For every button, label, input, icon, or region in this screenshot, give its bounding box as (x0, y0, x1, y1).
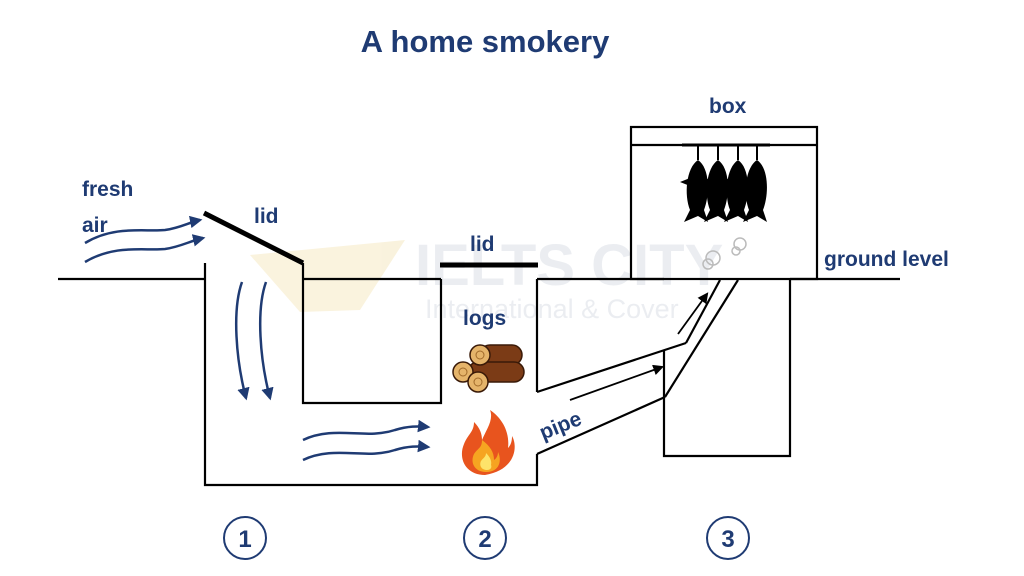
lid-left-label: lid (254, 205, 279, 228)
diagram-title: A home smokery (361, 24, 610, 59)
watermark-subtext: International & Cover (425, 294, 679, 324)
stage3-shaft (662, 279, 792, 458)
stage-marker-1: 1 (223, 516, 267, 560)
pipe-label: pipe (536, 407, 585, 444)
logs-icon (452, 344, 525, 393)
fresh-air-label-line2: air (82, 214, 108, 237)
fresh-air-label-line1: fresh (82, 178, 133, 201)
pipe-flow-arrow (569, 364, 665, 401)
downdraft-arrows (235, 281, 274, 401)
underground-channel (203, 263, 539, 487)
watermark-logo-icon (250, 240, 405, 312)
lid-left (202, 210, 305, 266)
fresh-air-arrows (84, 215, 206, 264)
ground-level-label: ground level (824, 248, 949, 271)
logs-label: logs (463, 307, 506, 330)
pipe (536, 279, 739, 456)
lid-middle-label: lid (470, 233, 495, 256)
stage-number: 1 (238, 526, 251, 553)
smoking-box (629, 125, 819, 281)
fish-icon (680, 145, 767, 222)
pipe-flow-arrow-up (677, 292, 709, 335)
stage-marker-3: 3 (706, 516, 750, 560)
box-label: box (709, 95, 747, 118)
stage-marker-2: 2 (463, 516, 507, 560)
stage-number: 3 (721, 526, 734, 553)
smoke-icon (702, 237, 747, 270)
stage-number: 2 (478, 526, 491, 553)
fire-icon (461, 410, 515, 475)
tunnel-air-arrows (302, 419, 431, 462)
